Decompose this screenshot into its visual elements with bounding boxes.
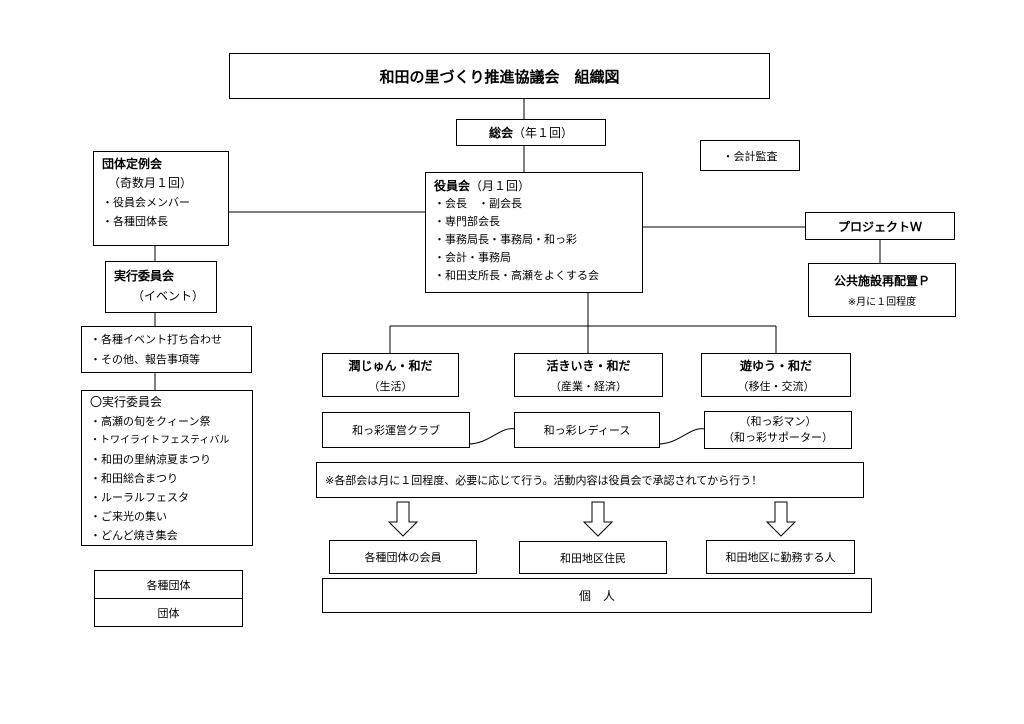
down-arrow-1 [387,501,419,537]
regular-meeting-freq: （奇数月１回） [108,176,193,190]
members-text: 和田地区住民 [560,551,626,565]
audit-box: ・会計監査 [700,140,800,171]
general-meeting-box: 総会 （年１回） [456,119,606,146]
exec-event-item: ・和田総合まつり [90,472,178,485]
officers-item: ・会計・事務局 [434,251,511,264]
note-text: ※各部会は月に１回程度、必要に応じて行う。活動内容は役員会で承認されてから行う！ [325,474,763,487]
project-w-text: プロジェクトＷ [837,219,922,234]
down-arrow-3 [765,501,797,537]
note-box: ※各部会は月に１回程度、必要に応じて行う。活動内容は役員会で承認されてから行う！ [316,462,864,498]
division-box-3: 遊ゆう・和だ （移住・交流） [701,353,851,397]
individual-text: 個 人 [578,589,615,603]
officers-name: 役員会 [434,179,471,193]
exec-event-item: ・高瀬の旬をクィーン祭 [90,415,211,428]
exec-events-heading: 〇実行委員会 [90,395,163,409]
division-group-box-1: 和っ彩運営クラブ [322,412,470,448]
exec-tasks-box: ・各種イベント打ち合わせ ・その他、報告事項等 [81,326,252,373]
general-meeting-name: 総会 [488,126,513,140]
exec-event-item: ・どんど焼き集会 [90,529,178,542]
regular-meeting-box: 団体定例会 （奇数月１回） ・役員会メンバー ・各種団体長 [93,151,229,246]
officers-freq: （月１回） [470,179,531,193]
public-facility-name: 公共施設再配置Ｐ [833,274,930,288]
regular-meeting-item: ・各種団体長 [102,215,168,228]
division-group-name: （和っ彩サポーター） [723,431,833,444]
exec-event-item: ・ご来光の集い [90,510,167,523]
legend-row-1: 各種団体 [94,570,243,599]
chart-title: 和田の里づくり推進協議会 組織図 [229,53,770,99]
division-group-name: 和っ彩運営クラブ [352,424,440,437]
public-facility-note: ※月に１回程度 [847,297,917,308]
officers-item: ・和田支所長・高瀬をよくする会 [434,269,599,282]
exec-committee-name: 実行委員会 [114,269,175,283]
division-name: 遊ゆう・和だ [739,358,812,373]
division-box-2: 活きいき・和だ （産業・経済） [514,353,663,397]
division-name: 活きいき・和だ [546,358,631,373]
officers-item: ・専門部会長 [434,215,500,228]
individual-box: 個 人 [322,578,872,613]
link-group2-group3 [657,428,706,445]
division-box-1: 潤じゅん・和だ （生活） [322,353,459,397]
regular-meeting-item: ・役員会メンバー [102,196,190,209]
division-field: （生活） [368,379,413,393]
exec-events-box: 〇実行委員会 ・高瀬の旬をクィーン祭 ・トワイライトフェスティバル ・和田の里納… [81,390,253,546]
chart-title-text: 和田の里づくり推進協議会 組織図 [379,67,620,86]
exec-committee-sub: （イベント） [132,289,205,303]
officers-item: ・事務局長・事務局・和っ彩 [434,233,577,246]
division-group-box-2: 和っ彩レディース [514,412,660,448]
exec-event-item: ・和田の里納涼夏まつり [90,453,211,466]
exec-task-item: ・各種イベント打ち合わせ [90,333,222,346]
exec-task-item: ・その他、報告事項等 [90,353,200,366]
general-meeting-freq: （年１回） [513,126,574,140]
project-w-box: プロジェクトＷ [805,212,955,240]
link-group1-group2 [467,428,516,445]
officers-box: 役員会（月１回） ・会長 ・副会長 ・専門部会長 ・事務局長・事務局・和っ彩 ・… [425,172,643,293]
exec-event-item: ・ルーラルフェスタ [90,491,189,504]
members-text: 各種団体の会員 [364,551,442,564]
division-group-box-3: （和っ彩マン） （和っ彩サポーター） [704,411,852,449]
members-box-2: 和田地区住民 [519,541,667,574]
division-name: 潤じゅん・和だ [348,358,433,373]
members-box-3: 和田地区に勤務する人 [706,540,855,574]
exec-committee-box: 実行委員会 （イベント） [105,261,217,313]
down-arrow-2 [582,501,614,537]
regular-meeting-name: 団体定例会 [102,157,163,171]
legend-row-2: 団体 [94,598,243,627]
legend-label: 団体 [157,606,180,620]
division-group-name: （和っ彩マン） [739,415,817,428]
members-box-1: 各種団体の会員 [329,540,477,574]
division-field: （産業・経済） [550,379,627,393]
division-field: （移住・交流） [737,379,815,393]
officers-item: ・会長 ・副会長 [434,197,522,210]
public-facility-box: 公共施設再配置Ｐ ※月に１回程度 [808,263,956,317]
audit-text: ・会計監査 [722,149,778,163]
legend-label: 各種団体 [146,578,191,592]
exec-event-item: ・トワイライトフェスティバル [90,435,230,446]
division-group-name: 和っ彩レディース [543,424,631,437]
members-text: 和田地区に勤務する人 [725,551,836,564]
